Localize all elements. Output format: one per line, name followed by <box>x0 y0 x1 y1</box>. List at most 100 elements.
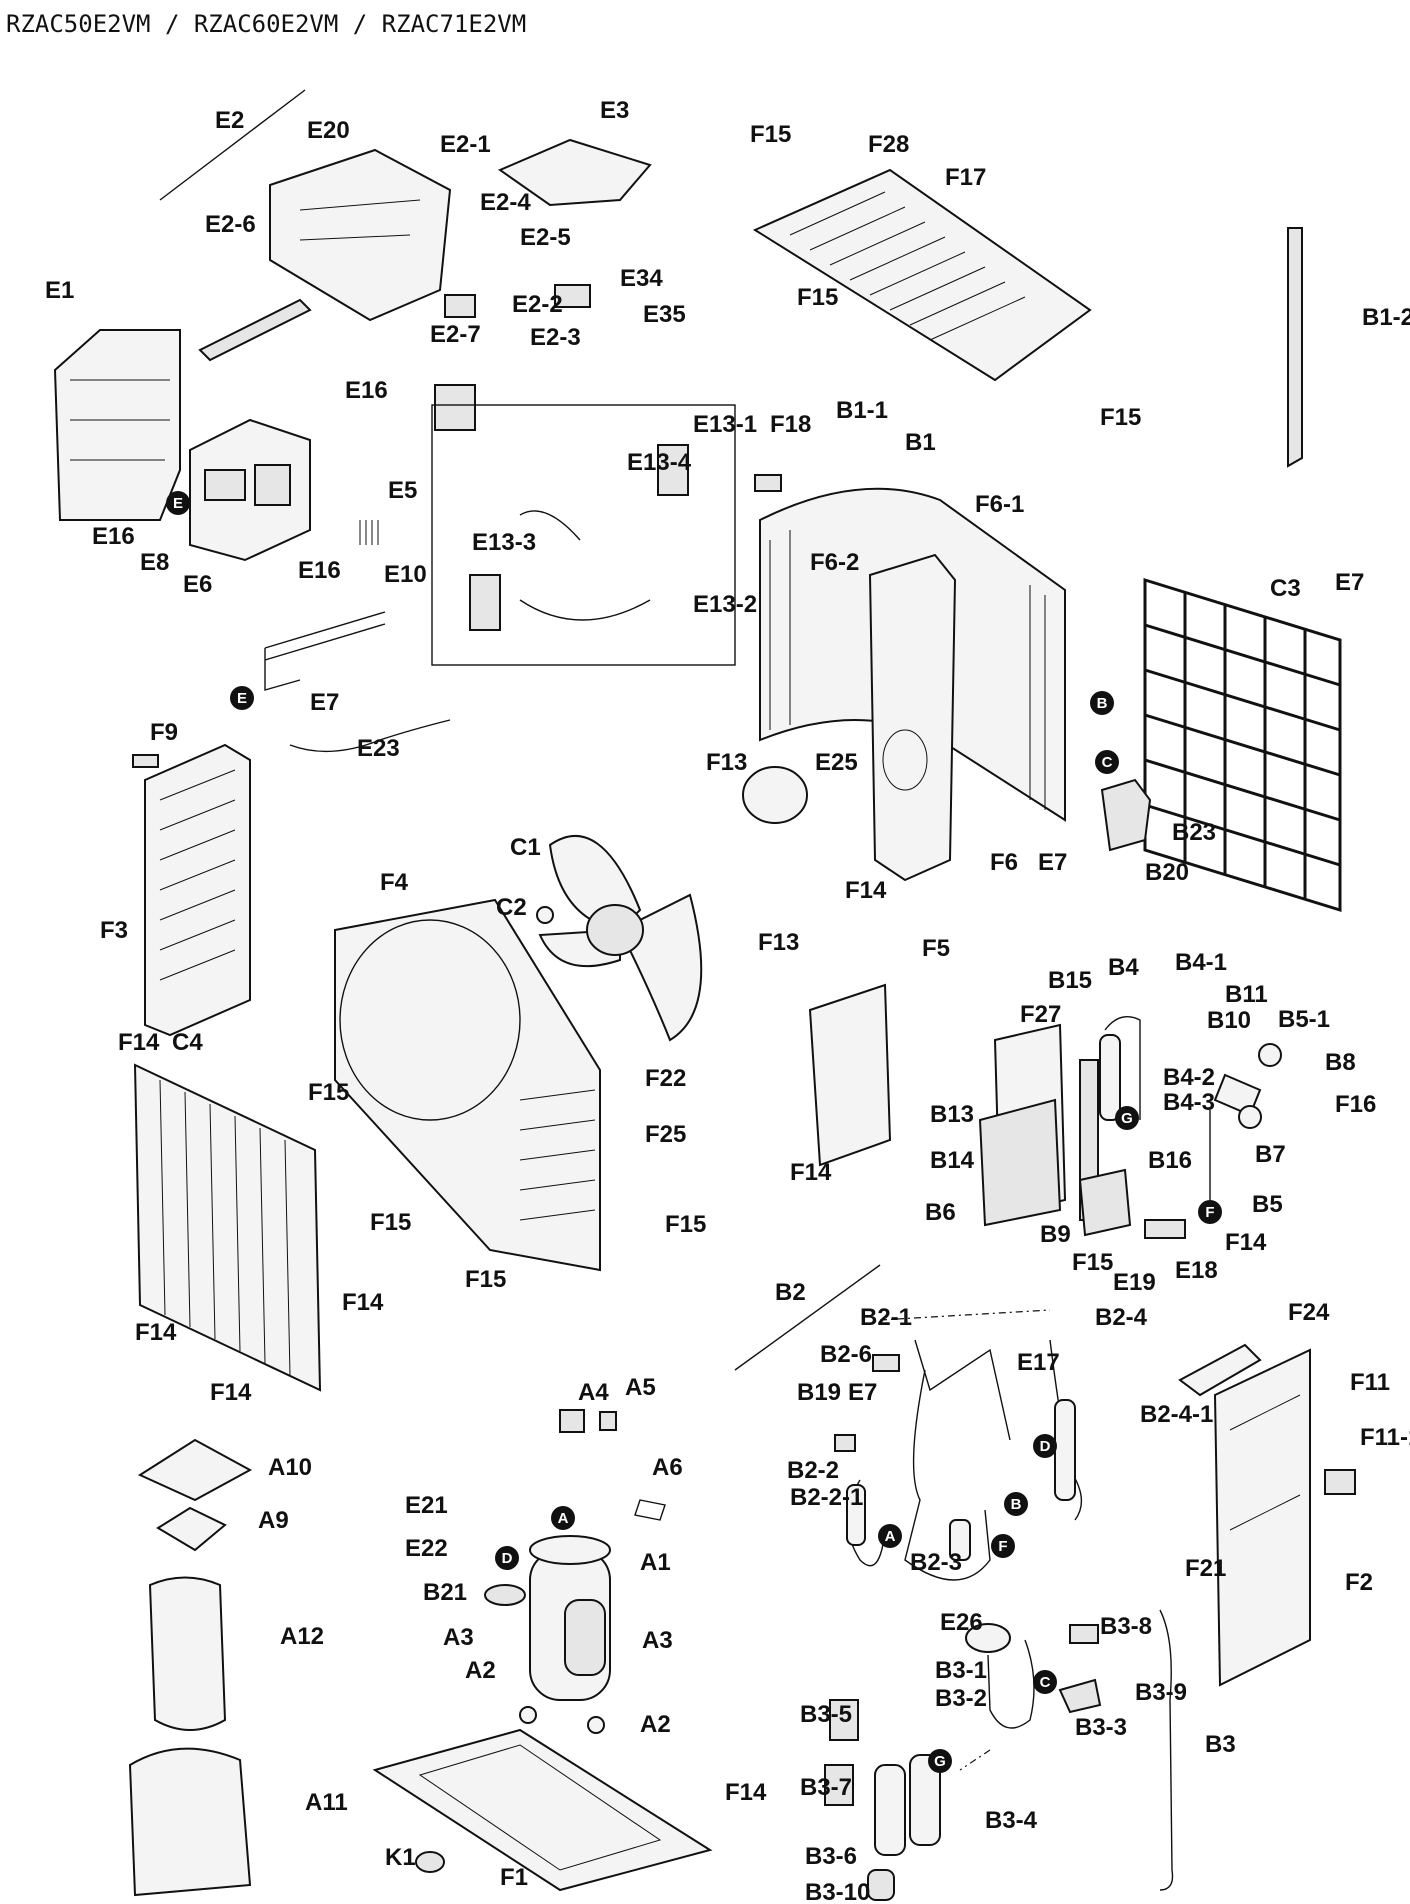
part-label-c2: C2 <box>496 894 527 921</box>
part-label-a12: A12 <box>280 1623 324 1650</box>
part-label-b4-3: B4-3 <box>1163 1089 1215 1116</box>
part-label-f14a: F14 <box>845 877 887 904</box>
part-label-f21: F21 <box>1185 1555 1226 1582</box>
part-label-f1: F1 <box>500 1864 528 1891</box>
part-label-e13-2: E13-2 <box>693 591 757 618</box>
part-label-a2b: A2 <box>640 1711 671 1738</box>
part-label-b1-2: B1-2 <box>1362 304 1410 331</box>
part-label-b3-5: B3-5 <box>800 1701 852 1728</box>
part-label-e16: E16 <box>345 377 388 404</box>
electrical-box-group <box>53 89 736 753</box>
part-label-e6: E6 <box>183 571 212 598</box>
connection-marker-me1: E <box>166 491 190 515</box>
part-label-f15h: F15 <box>465 1266 506 1293</box>
part-label-b4-1: B4-1 <box>1175 949 1227 976</box>
part-label-a4: A4 <box>578 1379 609 1406</box>
compressor-base-group <box>128 1409 713 1897</box>
part-label-b8: B8 <box>1325 1049 1356 1076</box>
piping-group <box>734 1264 1083 1581</box>
part-label-e20: E20 <box>307 117 350 144</box>
connection-marker-mg1: G <box>1115 1106 1139 1130</box>
part-label-e3: E3 <box>600 97 629 124</box>
part-label-f17: F17 <box>945 164 986 191</box>
part-label-b3-2: B3-2 <box>935 1685 987 1712</box>
part-label-e26: E26 <box>940 1609 983 1636</box>
part-label-a11: A11 <box>305 1789 348 1816</box>
part-label-f14h: F14 <box>725 1779 767 1806</box>
part-label-e19: E19 <box>1113 1269 1156 1296</box>
connection-marker-mc1: C <box>1095 750 1119 774</box>
part-label-a5: A5 <box>625 1374 656 1401</box>
part-label-e2-3: E2-3 <box>530 324 581 351</box>
part-label-b3-1: B3-1 <box>935 1657 987 1684</box>
part-label-e35: E35 <box>643 301 686 328</box>
part-label-e13-1: E13-1 <box>693 411 757 438</box>
part-label-e13-3: E13-3 <box>472 529 536 556</box>
part-label-f3: F3 <box>100 917 128 944</box>
part-label-f13a: F13 <box>706 749 747 776</box>
part-label-e18: E18 <box>1175 1257 1218 1284</box>
part-label-f24: F24 <box>1288 1299 1330 1326</box>
part-label-f14c: F14 <box>790 1159 832 1186</box>
part-label-a9: A9 <box>258 1507 289 1534</box>
part-label-f6: F6 <box>990 849 1018 876</box>
connection-marker-letter: A <box>885 1528 896 1545</box>
part-label-f14g: F14 <box>210 1379 252 1406</box>
part-label-b4-2: B4-2 <box>1163 1064 1215 1091</box>
part-label-b23: B23 <box>1172 819 1216 846</box>
part-label-b14: B14 <box>930 1147 975 1174</box>
connection-marker-mf1: F <box>1198 1200 1222 1224</box>
connection-marker-mb2: B <box>1004 1492 1028 1516</box>
connection-marker-mb1: B <box>1090 691 1114 715</box>
part-label-b3-7: B3-7 <box>800 1774 852 1801</box>
part-label-c1: C1 <box>510 834 541 861</box>
connection-marker-mc2: C <box>1033 1670 1057 1694</box>
part-label-e10: E10 <box>384 561 427 588</box>
part-label-e7b: E7 <box>1335 569 1364 596</box>
part-label-f15d: F15 <box>308 1079 349 1106</box>
part-label-e2-7: E2-7 <box>430 321 481 348</box>
part-label-e17: E17 <box>1017 1349 1060 1376</box>
connection-marker-letter: D <box>1040 1438 1051 1455</box>
part-label-b21: B21 <box>423 1579 467 1606</box>
part-label-b3: B3 <box>1205 1731 1236 1758</box>
part-label-b3-9: B3-9 <box>1135 1679 1187 1706</box>
diagram-title: RZAC50E2VM / RZAC60E2VM / RZAC71E2VM <box>6 10 526 38</box>
connection-marker-md1: D <box>1033 1434 1057 1458</box>
part-label-f14e: F14 <box>342 1289 384 1316</box>
part-label-f2: F2 <box>1345 1569 1373 1596</box>
part-label-a2a: A2 <box>465 1657 496 1684</box>
part-label-e34: E34 <box>620 265 663 292</box>
part-label-e22: E22 <box>405 1535 448 1562</box>
part-label-b6: B6 <box>925 1199 956 1226</box>
part-label-e2-6: E2-6 <box>205 211 256 238</box>
part-label-b11: B11 <box>1225 981 1268 1008</box>
part-label-b2-2-1: B2-2-1 <box>790 1484 863 1511</box>
part-label-b2-2: B2-2 <box>787 1457 839 1484</box>
part-label-b3-10: B3-10 <box>805 1879 870 1904</box>
part-label-b1: B1 <box>905 429 936 456</box>
connection-marker-letter: C <box>1040 1674 1051 1691</box>
part-label-e25: E25 <box>815 749 858 776</box>
part-label-e7d: E7 <box>848 1379 877 1406</box>
part-label-e2-5: E2-5 <box>520 224 571 251</box>
top-panel-group <box>752 168 1303 468</box>
part-label-f15b: F15 <box>797 284 838 311</box>
part-label-f15f: F15 <box>665 1211 706 1238</box>
part-label-e13-4: E13-4 <box>627 449 692 476</box>
connection-marker-letter: B <box>1011 1496 1022 1513</box>
part-label-f14d: F14 <box>1225 1229 1267 1256</box>
part-label-e2-1: E2-1 <box>440 131 491 158</box>
part-label-b13: B13 <box>930 1101 974 1128</box>
part-label-e23: E23 <box>357 735 400 762</box>
front-panel-group <box>132 743 892 1392</box>
part-label-f11-1: F11-1 <box>1360 1424 1410 1451</box>
part-label-a3a: A3 <box>443 1624 474 1651</box>
valve-bracket-group <box>978 1016 1282 1239</box>
part-label-a10: A10 <box>268 1454 312 1481</box>
part-label-e2-4: E2-4 <box>480 189 531 216</box>
part-label-e1: E1 <box>45 277 74 304</box>
part-label-b3-8: B3-8 <box>1100 1613 1152 1640</box>
